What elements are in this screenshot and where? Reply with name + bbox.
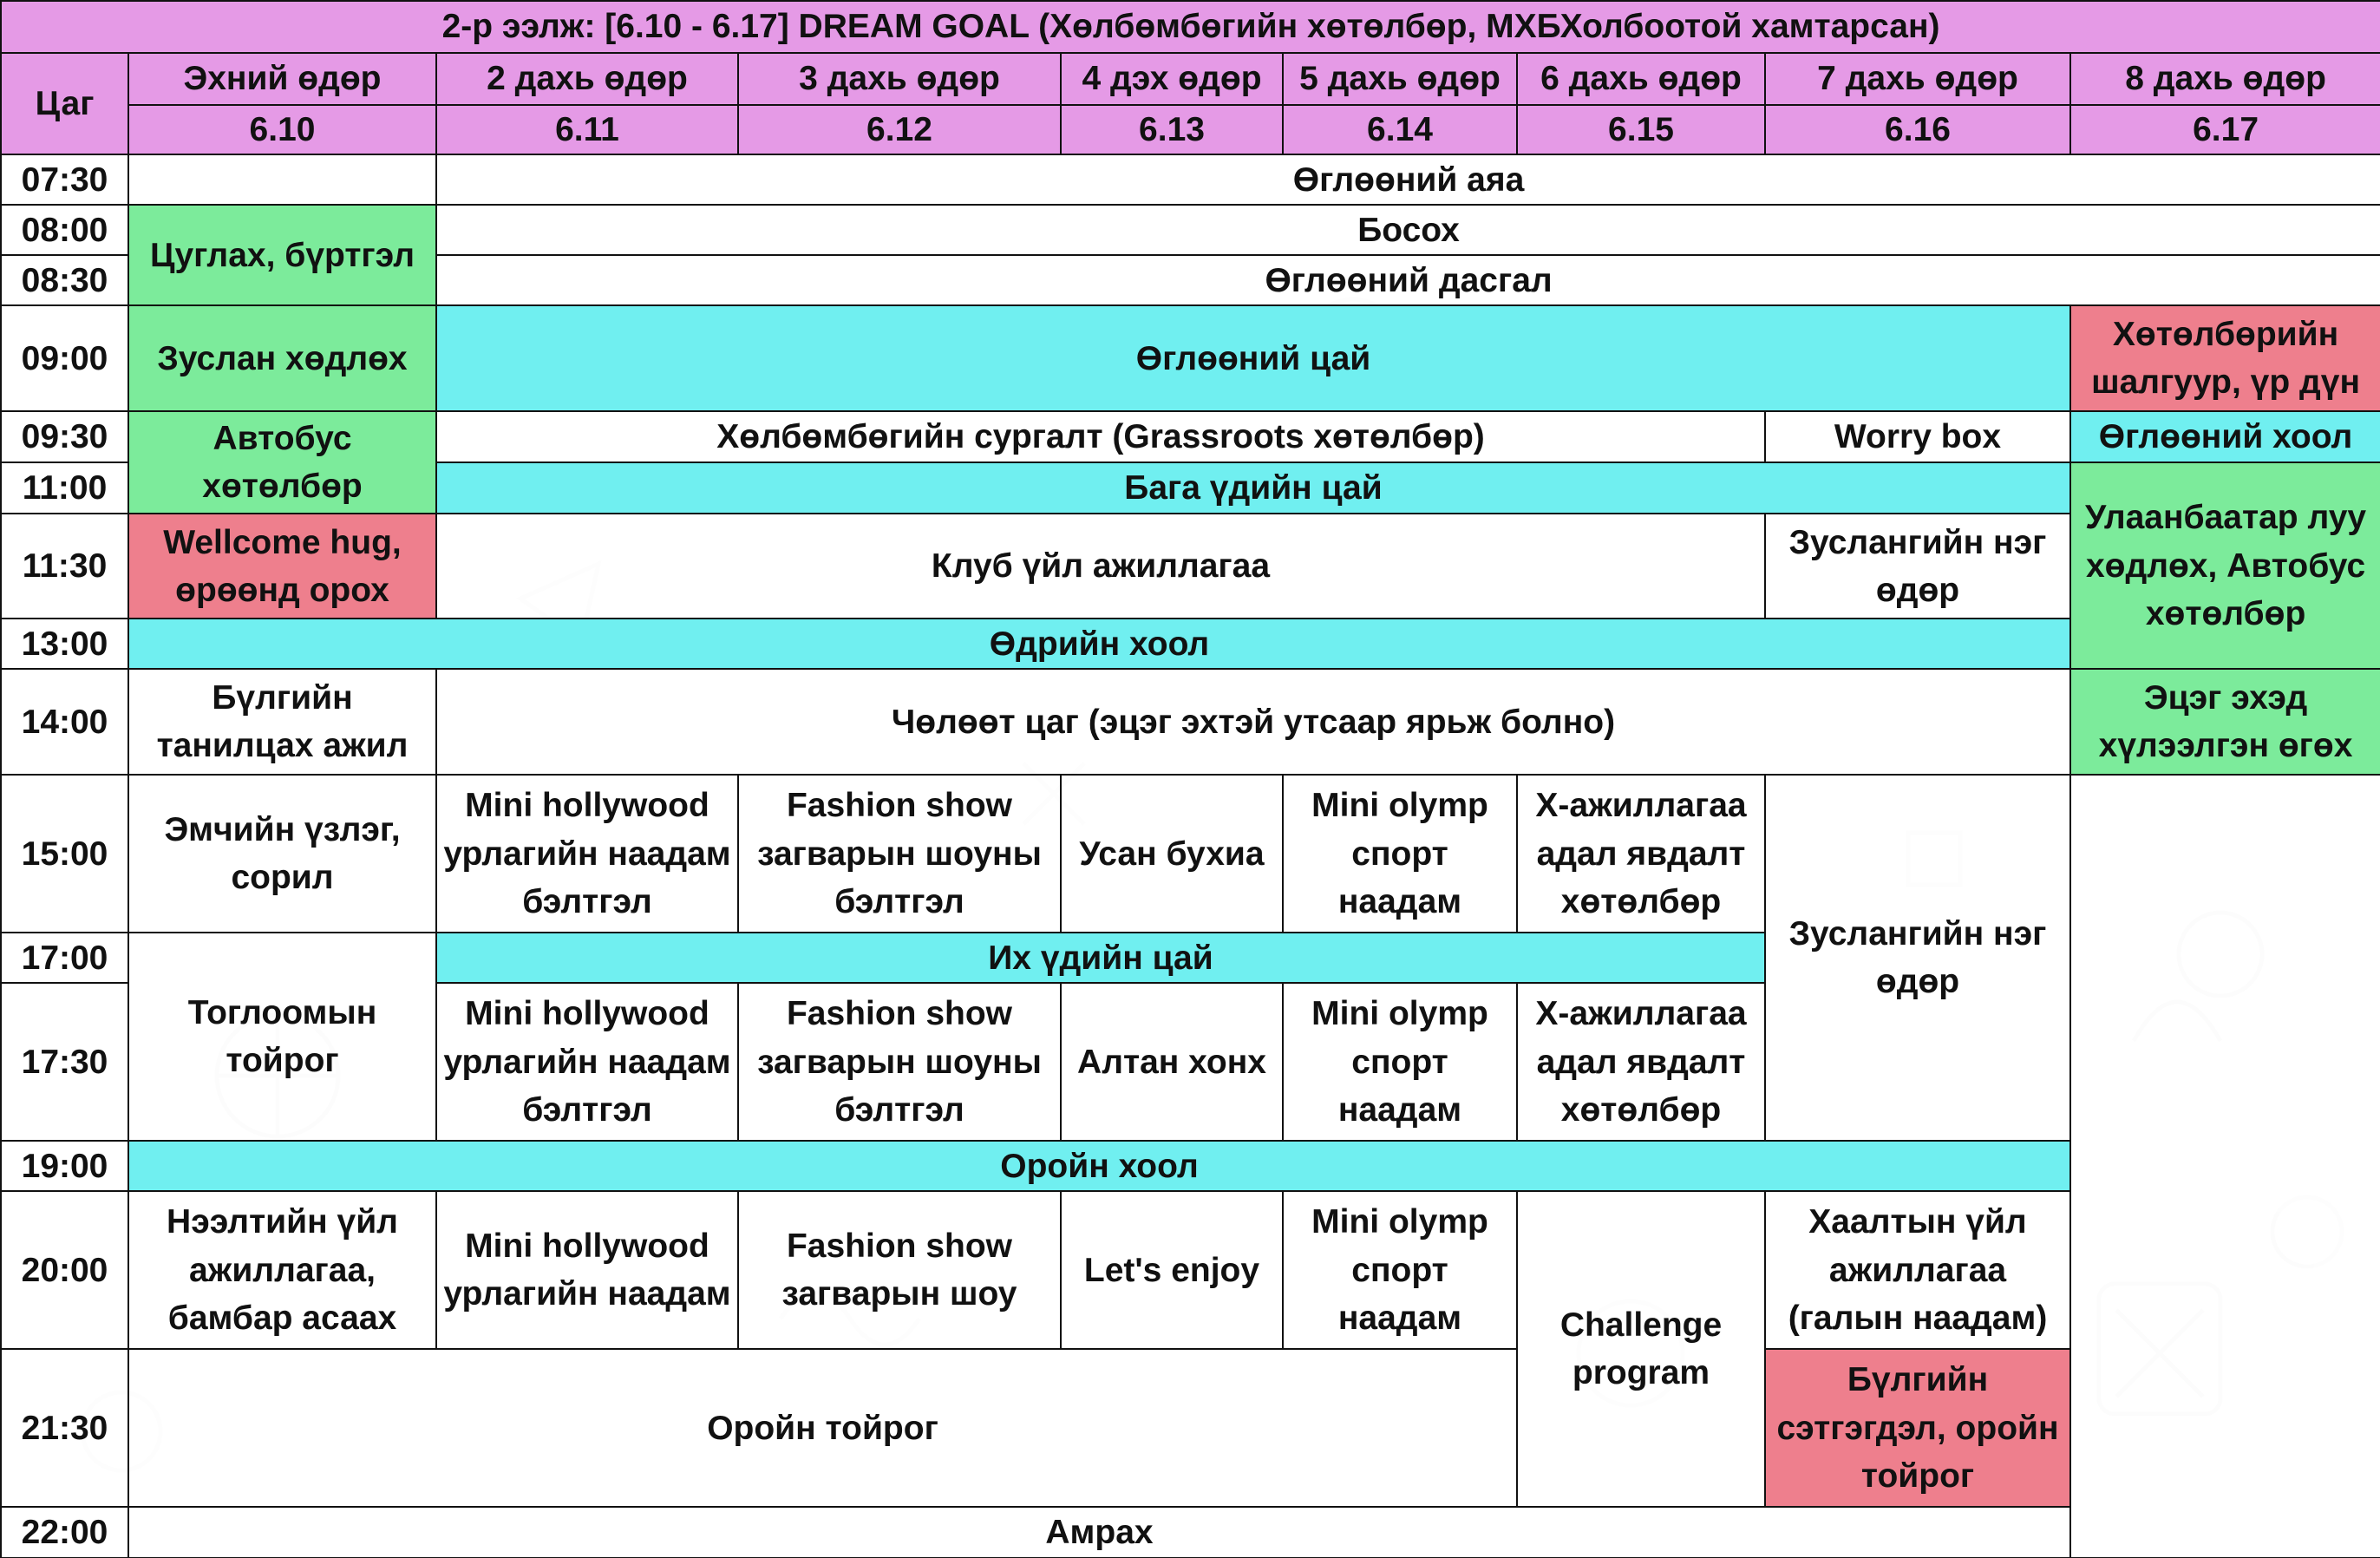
schedule-title: 2-р ээлж: [6.10 - 6.17] DREAM GOAL (Хөлб… bbox=[0, 0, 2380, 54]
activity-fashion-show: Fashion show загварын шоу bbox=[737, 1190, 1062, 1351]
activity-parents-pickup: Эцэг эхэд хүлээлгэн өгөх bbox=[2069, 668, 2380, 776]
day-header: 7 дахь өдөр bbox=[1764, 52, 2071, 106]
activity-water-fight: Усан бухиа bbox=[1060, 774, 1284, 934]
activity-morning-song: Өглөөний аяа bbox=[435, 154, 2380, 206]
date-header: 6.15 bbox=[1516, 103, 1766, 156]
time-slot: 13:00 bbox=[0, 618, 129, 671]
activity-opening: Нээлтийн үйл ажиллагаа, бамбар асаах bbox=[128, 1190, 437, 1351]
time-slot: 09:30 bbox=[0, 410, 129, 464]
activity-golden-bell: Алтан хонх bbox=[1060, 982, 1284, 1142]
day-header: 8 дахь өдөр bbox=[2069, 52, 2380, 106]
activity-results: Хөтөлбөрийн шалгуур, үр дүн bbox=[2069, 304, 2380, 413]
time-slot: 11:00 bbox=[0, 462, 129, 515]
activity-mini-hollywood-prep: Mini hollywood урлагийн наадам бэлтгэл bbox=[435, 774, 739, 934]
activity-to-camp: Зуслан хөдлөх bbox=[128, 304, 437, 413]
time-slot: 17:00 bbox=[0, 932, 129, 985]
activity-gathering: Цуглах, бүртгэл bbox=[128, 204, 437, 307]
date-header: 6.11 bbox=[435, 103, 739, 156]
activity-club: Клуб үйл ажиллагаа bbox=[435, 513, 1766, 620]
activity-tea: Их үдийн цай bbox=[435, 932, 1766, 985]
date-header: 6.12 bbox=[737, 103, 1062, 156]
time-slot: 20:00 bbox=[0, 1190, 129, 1351]
time-slot: 09:00 bbox=[0, 304, 129, 413]
time-slot: 08:30 bbox=[0, 254, 129, 307]
date-header: 6.17 bbox=[2069, 103, 2380, 156]
activity-mini-olymp: Mini olymp спорт наадам bbox=[1282, 1190, 1518, 1351]
activity-x-adventure: X-ажиллагаа адал явдалт хөтөлбөр bbox=[1516, 982, 1766, 1142]
day-header: 3 дахь өдөр bbox=[737, 52, 1062, 106]
day-header: 4 дэх өдөр bbox=[1060, 52, 1284, 106]
activity-mini-olymp: Mini olymp спорт наадам bbox=[1282, 774, 1518, 934]
activity-fashion-prep: Fashion show загварын шоуны бэлтгэл bbox=[737, 774, 1062, 934]
activity-wake-up: Босох bbox=[435, 204, 2380, 257]
day-header: 5 дахь өдөр bbox=[1282, 52, 1518, 106]
activity-mini-hollywood-prep: Mini hollywood урлагийн наадам бэлтгэл bbox=[435, 982, 739, 1142]
activity-worry-box: Worry box bbox=[1764, 410, 2071, 464]
activity-group-intro: Бүлгийн танилцах ажил bbox=[128, 668, 437, 776]
time-slot: 14:00 bbox=[0, 668, 129, 776]
date-header: 6.14 bbox=[1282, 103, 1518, 156]
activity-x-adventure: X-ажиллагаа адал явдалт хөтөлбөр bbox=[1516, 774, 1766, 934]
time-slot: 15:00 bbox=[0, 774, 129, 934]
time-slot: 19:00 bbox=[0, 1140, 129, 1193]
activity-free-time: Чөлөөт цаг (эцэг эхтэй утсаар ярьж болно… bbox=[435, 668, 2071, 776]
date-header: 6.10 bbox=[128, 103, 437, 156]
activity-welcome-hug: Wellcome hug, өрөөнд орох bbox=[128, 513, 437, 620]
empty-cell bbox=[128, 154, 437, 206]
activity-mini-olymp: Mini olymp спорт наадам bbox=[1282, 982, 1518, 1142]
time-slot: 11:30 bbox=[0, 513, 129, 620]
activity-mini-hollywood: Mini hollywood урлагийн наадам bbox=[435, 1190, 739, 1351]
activity-games: Тоглоомын тойрог bbox=[128, 932, 437, 1142]
date-header: 6.13 bbox=[1060, 103, 1284, 156]
activity-lunch: Өдрийн хоол bbox=[128, 618, 2071, 671]
day-header: 2 дахь өдөр bbox=[435, 52, 739, 106]
activity-morning-exercise: Өглөөний дасгал bbox=[435, 254, 2380, 307]
empty-cell bbox=[2069, 774, 2380, 1558]
time-slot: 22:00 bbox=[0, 1506, 129, 1558]
activity-rest: Амрах bbox=[128, 1506, 2071, 1558]
day-header: 6 дахь өдөр bbox=[1516, 52, 1766, 106]
activity-challenge: Challenge program bbox=[1516, 1190, 1766, 1509]
activity-lets-enjoy: Let's enjoy bbox=[1060, 1190, 1284, 1351]
activity-camp-day: Зуслангийн нэг өдөр bbox=[1764, 513, 2071, 620]
time-slot: 08:00 bbox=[0, 204, 129, 257]
activity-football-training: Хөлбөмбөгийн сургалт (Grassroots хөтөлбө… bbox=[435, 410, 1766, 464]
activity-breakfast: Өглөөний цай bbox=[435, 304, 2071, 413]
activity-bus-program: Автобус хөтөлбөр bbox=[128, 410, 437, 515]
activity-camp-day-2: Зуслангийн нэг өдөр bbox=[1764, 774, 2071, 1142]
activity-evening-circle: Оройн тойрог bbox=[128, 1348, 1518, 1509]
time-slot: 17:30 bbox=[0, 982, 129, 1142]
activity-group-reflection: Бүлгийн сэтгэгдэл, оройн тойрог bbox=[1764, 1348, 2071, 1509]
activity-snack: Бага үдийн цай bbox=[435, 462, 2071, 515]
activity-breakfast-meal: Өглөөний хоол bbox=[2069, 410, 2380, 464]
date-header: 6.16 bbox=[1764, 103, 2071, 156]
activity-to-ulaanbaatar: Улаанбаатар луу хөдлөх, Автобус хөтөлбөр bbox=[2069, 462, 2380, 671]
day-header: Эхний өдөр bbox=[128, 52, 437, 106]
activity-medical: Эмчийн үзлэг, сорил bbox=[128, 774, 437, 934]
time-slot: 21:30 bbox=[0, 1348, 129, 1509]
time-column-header: Цаг bbox=[0, 51, 129, 156]
activity-fashion-prep: Fashion show загварын шоуны бэлтгэл bbox=[737, 982, 1062, 1142]
activity-closing: Хаалтын үйл ажиллагаа (галын наадам) bbox=[1764, 1190, 2071, 1351]
activity-dinner: Оройн хоол bbox=[128, 1140, 2071, 1193]
time-slot: 07:30 bbox=[0, 154, 129, 206]
